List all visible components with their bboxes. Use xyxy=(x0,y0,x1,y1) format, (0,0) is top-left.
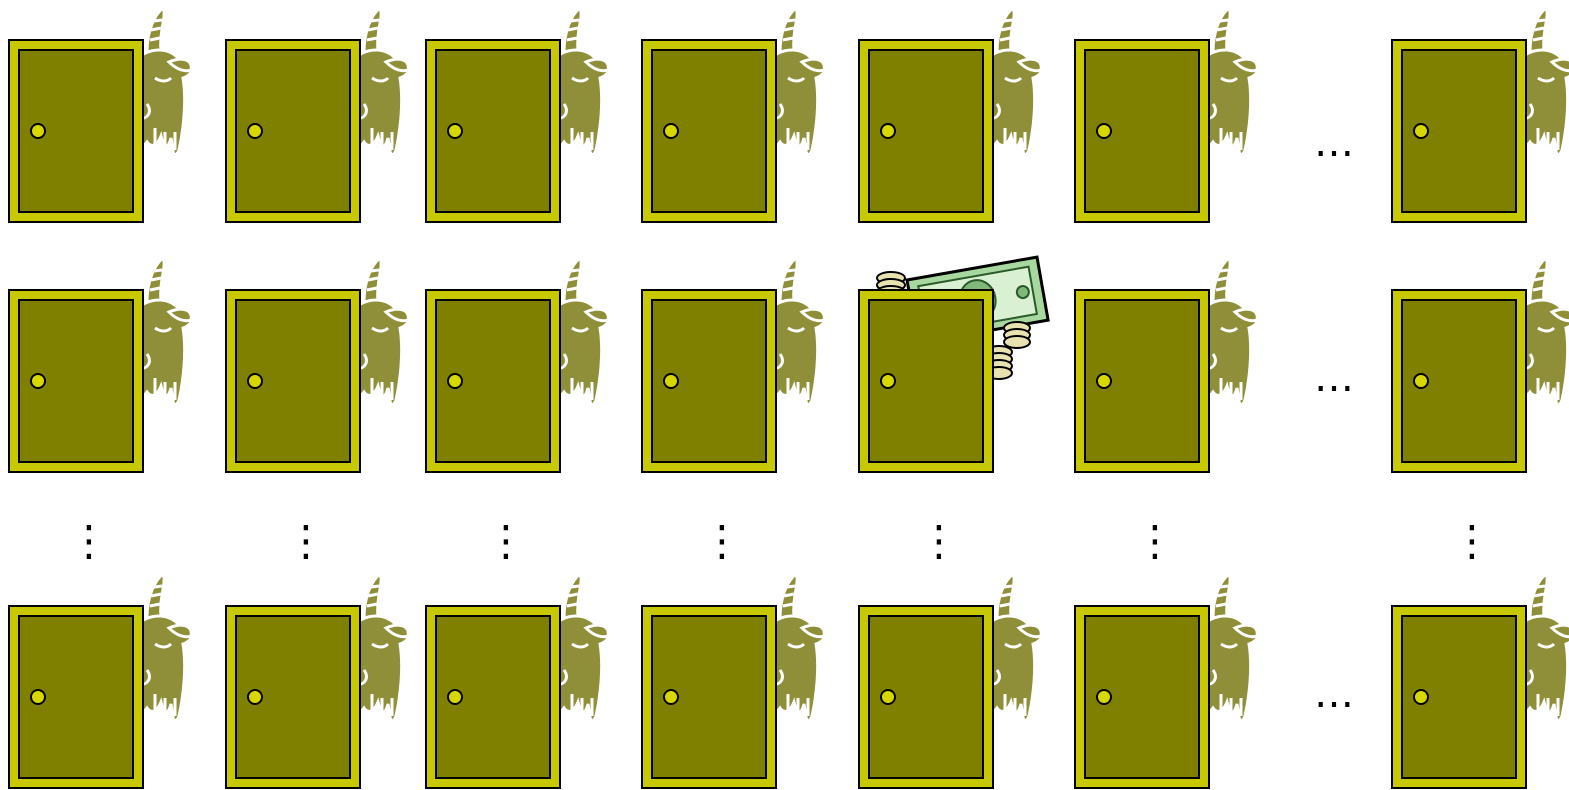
goat-door xyxy=(9,258,192,472)
goat-door xyxy=(1392,574,1569,788)
row-ellipsis: … xyxy=(1314,123,1356,163)
goat-door xyxy=(859,8,1042,222)
door-icon xyxy=(9,606,143,788)
door-icon xyxy=(1392,606,1526,788)
goat-door xyxy=(1075,8,1258,222)
goat-door xyxy=(9,8,192,222)
door-icon xyxy=(642,606,776,788)
door-icon xyxy=(226,40,360,222)
door-icon xyxy=(642,290,776,472)
goat-door xyxy=(226,574,409,788)
goat-door xyxy=(426,258,609,472)
goat-door xyxy=(9,574,192,788)
row-ellipsis: … xyxy=(1314,358,1356,398)
column-ellipsis: ⋮ xyxy=(485,520,505,562)
door-icon xyxy=(9,40,143,222)
goat-door xyxy=(226,258,409,472)
goat-door xyxy=(642,258,825,472)
door-icon xyxy=(9,290,143,472)
door-icon xyxy=(226,606,360,788)
goat-door xyxy=(642,574,825,788)
goat-door xyxy=(1075,258,1258,472)
door-icon xyxy=(226,290,360,472)
goat-door xyxy=(1392,8,1569,222)
goat-door xyxy=(859,574,1042,788)
door-icon xyxy=(642,40,776,222)
door-icon xyxy=(426,290,560,472)
row-ellipsis: … xyxy=(1314,674,1356,714)
column-ellipsis: ⋮ xyxy=(1134,520,1154,562)
door-icon xyxy=(1392,290,1526,472)
column-ellipsis: ⋮ xyxy=(701,520,721,562)
goat-door xyxy=(426,8,609,222)
goat-door xyxy=(642,8,825,222)
column-ellipsis: ⋮ xyxy=(1451,520,1471,562)
goat-door xyxy=(1392,258,1569,472)
door-icon xyxy=(859,40,993,222)
door-icon xyxy=(1075,290,1209,472)
column-ellipsis: ⋮ xyxy=(918,520,938,562)
door-icon xyxy=(1392,40,1526,222)
door-icon xyxy=(859,606,993,788)
goat-door xyxy=(426,574,609,788)
goat-door xyxy=(1075,574,1258,788)
column-ellipsis: ⋮ xyxy=(68,520,88,562)
door-icon xyxy=(1075,606,1209,788)
door-icon xyxy=(426,606,560,788)
door-icon xyxy=(426,40,560,222)
door-icon xyxy=(859,290,993,472)
prize-door xyxy=(859,257,1048,472)
goat-door xyxy=(226,8,409,222)
door-icon xyxy=(1075,40,1209,222)
column-ellipsis: ⋮ xyxy=(285,520,305,562)
